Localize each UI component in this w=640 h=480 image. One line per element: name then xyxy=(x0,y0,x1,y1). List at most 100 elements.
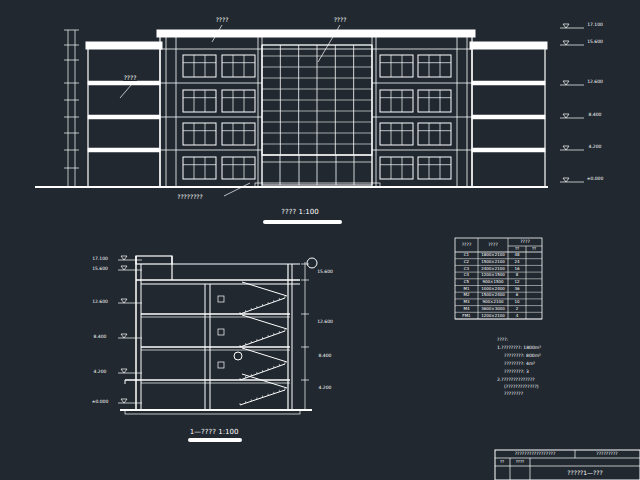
level-label: 8.400 xyxy=(318,354,333,359)
level-label: ±0.000 xyxy=(586,177,605,182)
drawing-line xyxy=(262,133,372,134)
table-cell: FM1 xyxy=(461,314,471,318)
drawing-line xyxy=(575,450,576,458)
drawing-line xyxy=(194,55,195,77)
drawing-line xyxy=(560,85,584,86)
drawing-line xyxy=(273,392,274,394)
drawing-line xyxy=(141,350,290,351)
drawing-line xyxy=(125,380,126,384)
drawing-line xyxy=(391,90,392,112)
drawing-line xyxy=(251,308,252,310)
drawing-rect xyxy=(380,90,413,112)
drawing-line xyxy=(212,25,222,42)
drawing-line xyxy=(256,397,257,399)
drawing-rect xyxy=(262,45,372,155)
drawing-line xyxy=(242,348,287,362)
drawing-line xyxy=(64,100,79,101)
drawing-line xyxy=(478,238,479,319)
drawing-line xyxy=(141,346,290,348)
drawing-rect xyxy=(472,81,545,85)
drawing-line xyxy=(418,164,451,165)
table-cell: 1500×2100 xyxy=(480,260,506,264)
table-cell: 48 xyxy=(513,253,520,257)
level-label: 17.100 xyxy=(586,23,604,28)
level-label: 8.400 xyxy=(588,113,603,118)
drawing-line xyxy=(268,302,269,304)
drawing-line xyxy=(262,162,372,163)
drawing-line xyxy=(287,264,288,410)
table-cell: C1 xyxy=(463,253,470,257)
table-cell: 8 xyxy=(515,273,520,277)
drawing-line xyxy=(141,284,300,285)
note-text: ????: xyxy=(496,338,509,343)
table-cell: 900×1500 xyxy=(481,280,504,284)
drawing-rect xyxy=(183,90,216,112)
drawing-line xyxy=(429,55,430,77)
drawing-line xyxy=(376,37,377,187)
drawing-line xyxy=(495,466,640,467)
level-label: 4.200 xyxy=(588,145,603,150)
drawing-line xyxy=(280,155,281,185)
drawing-rect xyxy=(222,90,255,112)
drawing-line xyxy=(222,164,255,165)
drawing-line xyxy=(380,62,413,63)
drawing-rect xyxy=(262,155,372,185)
drawing-line xyxy=(256,372,257,374)
drawing-line xyxy=(301,410,309,411)
drawing-line xyxy=(245,376,246,378)
drawing-line xyxy=(176,37,177,187)
drawing-line xyxy=(391,157,392,179)
drawing-line xyxy=(244,123,245,145)
drawing-line xyxy=(285,296,286,298)
drawing-line xyxy=(240,345,241,347)
drawing-line xyxy=(141,313,290,315)
table-cell: 3600×3000 xyxy=(480,307,506,311)
drawing-line xyxy=(510,458,511,480)
drawing-line xyxy=(245,310,246,312)
level-mark xyxy=(121,334,127,338)
drawing-line xyxy=(380,97,413,98)
title-block-text: ???? xyxy=(515,460,526,464)
drawing-line xyxy=(418,97,451,98)
title-bar xyxy=(190,438,240,442)
level-label: 12.600 xyxy=(316,320,334,325)
drawing-line xyxy=(64,150,79,151)
level-mark xyxy=(563,81,569,85)
drawing-rect xyxy=(418,157,451,179)
drawing-line xyxy=(301,314,309,315)
drawing-line xyxy=(118,260,142,261)
drawing-line xyxy=(205,157,206,179)
table-cell: C3 xyxy=(463,267,470,271)
drawing-line xyxy=(279,331,280,333)
table-cell: 900×2100 xyxy=(481,300,504,304)
drawing-label: 1—???? 1:100 xyxy=(189,429,240,436)
drawing-line xyxy=(301,280,309,281)
drawing-line xyxy=(285,362,286,364)
table-cell: 2 xyxy=(515,307,520,311)
drawing-line xyxy=(262,56,372,57)
drawing-line xyxy=(166,37,167,187)
drawing-line xyxy=(125,379,141,381)
title-bar xyxy=(265,220,340,224)
drawing-line xyxy=(172,263,300,264)
drawing-rect xyxy=(218,362,224,368)
drawing-line xyxy=(299,155,300,185)
drawing-line xyxy=(64,168,79,169)
drawing-line xyxy=(429,157,430,179)
drawing-line xyxy=(391,55,392,77)
level-label: 15.600 xyxy=(586,40,604,45)
drawing-line xyxy=(262,100,372,101)
drawing-line xyxy=(262,111,372,112)
table-cell: 1200×2100 xyxy=(480,314,506,318)
drawing-line xyxy=(141,379,290,381)
drawing-line xyxy=(35,186,548,188)
drawing-line xyxy=(380,164,413,165)
drawing-line xyxy=(336,155,337,185)
drawing-line xyxy=(240,312,241,314)
drawing-line xyxy=(244,55,245,77)
drawing-line xyxy=(194,123,195,145)
table-cell: ???? xyxy=(487,243,499,248)
drawing-line xyxy=(402,90,403,112)
drawing-rect xyxy=(183,55,216,77)
